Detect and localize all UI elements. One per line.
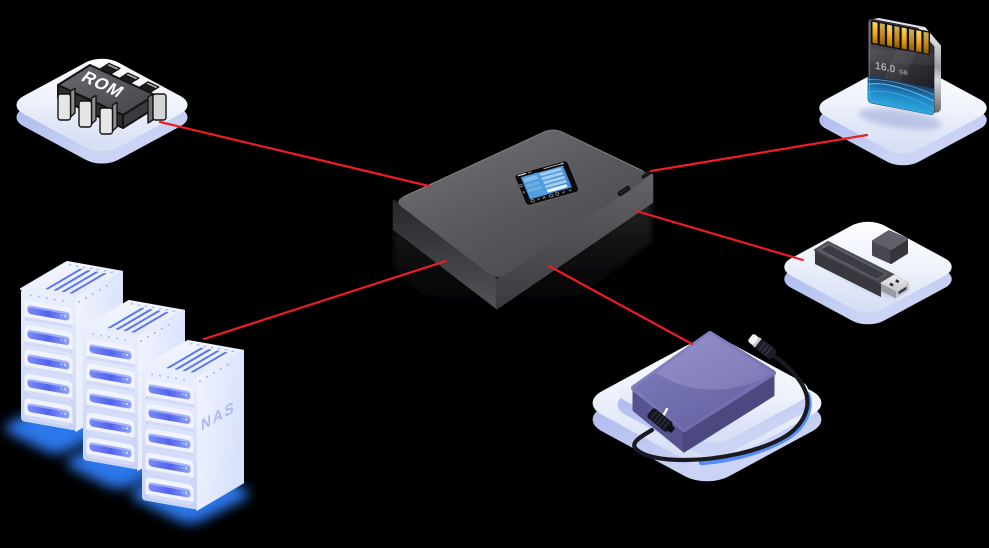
connection-line-sd — [649, 133, 869, 173]
sd-card-pins — [871, 20, 930, 56]
device-scroll-arrow — [543, 162, 564, 170]
sd-card-label — [867, 75, 935, 115]
sd-card-top-edge — [872, 18, 925, 29]
connection-line-nas — [202, 259, 448, 341]
device-right-face — [495, 173, 654, 310]
device-top-face — [398, 130, 648, 278]
device-usb-port — [617, 185, 631, 197]
usb-drive-body — [814, 241, 895, 297]
external-hard-drive-node — [580, 331, 834, 489]
sd-card-side — [918, 26, 941, 113]
usb-flash-drive-node — [775, 216, 961, 330]
hdd-body — [631, 331, 776, 453]
device-sd-port — [641, 171, 651, 179]
usb-connector — [880, 274, 910, 299]
device-control-panel — [514, 160, 579, 206]
sd-card-sheen-2 — [884, 49, 918, 82]
device-brand-mark — [517, 172, 527, 177]
connection-lines — [158, 120, 869, 346]
device-reflection — [394, 200, 652, 358]
connection-line-usb — [634, 209, 805, 262]
sd-card-sheen — [868, 48, 934, 66]
sd-capacity-unit: GB — [899, 69, 909, 77]
sd-card-shadow — [858, 108, 942, 130]
hdd-cable-connector — [647, 408, 675, 433]
device-edge-highlight — [402, 129, 644, 198]
hdd-usb-plug — [748, 334, 777, 360]
sd-capacity-label: 16.0 — [875, 60, 896, 76]
connection-line-rom — [158, 120, 431, 188]
rom-front-pins — [57, 87, 167, 135]
sd-card: 16.0 GB — [867, 18, 941, 115]
device-touch-buttons — [519, 183, 572, 203]
sd-card-node: 16.0 GB — [810, 18, 989, 171]
nas-server-node: NAS — [5, 260, 249, 524]
usb-cap — [872, 230, 908, 264]
hdd-cable — [632, 353, 810, 463]
device-screen-highlighted-row — [546, 184, 568, 193]
nas-tower-3 — [140, 339, 245, 512]
connection-line-hdd — [547, 264, 694, 346]
rom-chip-node: ROM — [7, 53, 197, 169]
duplicator-device — [392, 129, 654, 358]
